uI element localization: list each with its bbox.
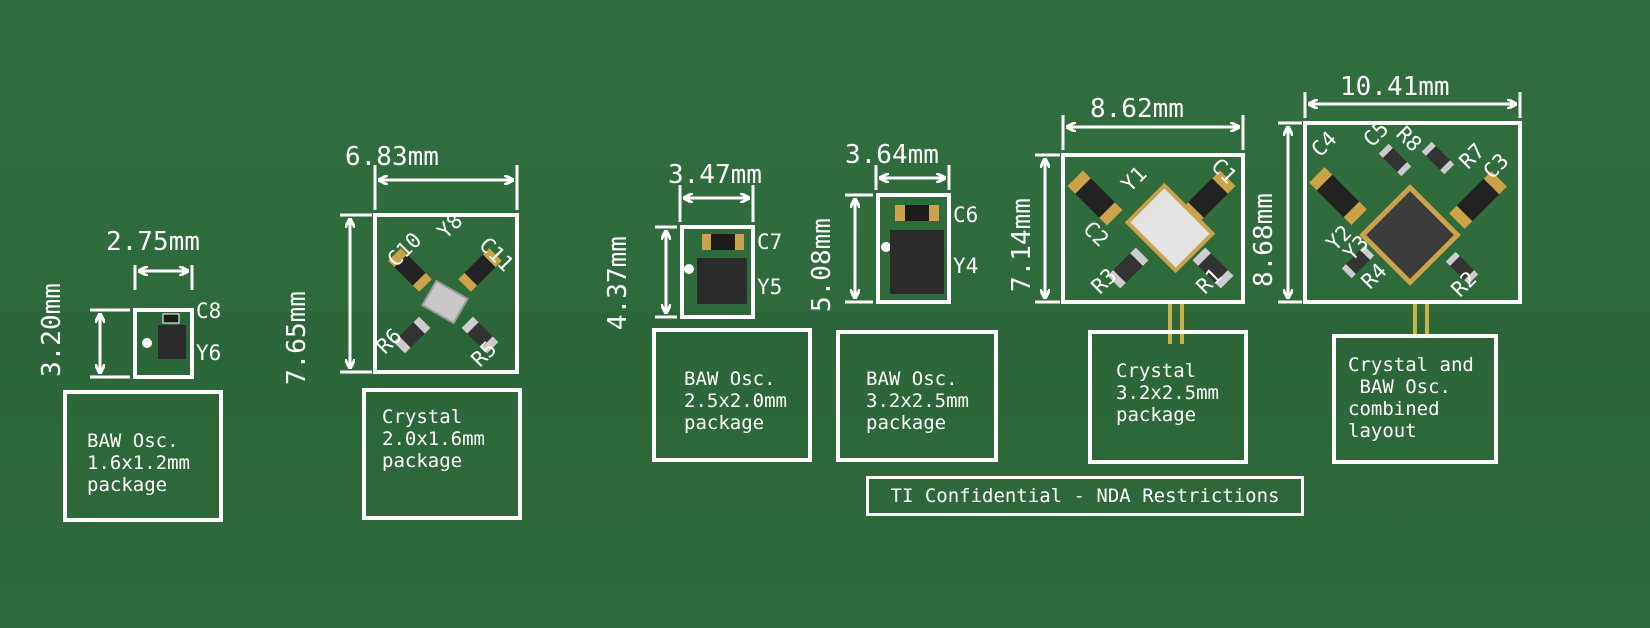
width-dimension: 2.75mm xyxy=(106,227,200,257)
footprint-baw-2520: 3.47mm 4.37mm C7 Y5 xyxy=(603,160,782,330)
height-dimension: 7.14mm xyxy=(1007,198,1037,292)
height-dimension: 5.08mm xyxy=(807,218,837,312)
width-dimension: 3.47mm xyxy=(668,160,762,190)
package-label: Crystal and BAW Osc. combined layout xyxy=(1348,354,1474,442)
ref-label: R8 xyxy=(1391,122,1426,157)
ref-label: Y5 xyxy=(757,275,782,299)
height-dimension: 4.37mm xyxy=(603,236,633,330)
label-box: Crystal 2.0x1.6mm package xyxy=(362,388,522,520)
confidential-notice: TI Confidential - NDA Restrictions xyxy=(866,476,1304,516)
label-box: BAW Osc. 2.5x2.0mm package xyxy=(652,328,812,462)
label-box: BAW Osc. 1.6x1.2mm package xyxy=(63,390,223,522)
package-label: Crystal 2.0x1.6mm package xyxy=(382,406,485,472)
footprint-combined: 10.41mm 8.68mm C4 C5 R8 R7 C3 Y2 Y3 R4 R… xyxy=(1249,72,1522,336)
footprint-crystal-2016: 6.83mm 7.65mm C10 Y8 C11 R6 R5 xyxy=(282,142,519,385)
height-dimension: 7.65mm xyxy=(282,291,312,385)
package-label: BAW Osc. 3.2x2.5mm package xyxy=(866,368,969,434)
width-dimension: 6.83mm xyxy=(345,142,439,172)
ref-label: C8 xyxy=(196,299,221,323)
footprint-crystal-3225: 8.62mm 7.14mm C2 Y1 C1 R3 R1 xyxy=(1007,94,1245,344)
width-dimension: 10.41mm xyxy=(1340,72,1450,102)
label-box: Crystal 3.2x2.5mm package xyxy=(1088,330,1248,464)
ref-label: C7 xyxy=(757,230,782,254)
ref-label: Y1 xyxy=(1117,162,1152,197)
footprint-baw-1612: 2.75mm 3.20mm C8 Y6 xyxy=(37,227,221,379)
package-label: BAW Osc. 1.6x1.2mm package xyxy=(87,430,190,496)
ref-label: C6 xyxy=(953,203,978,227)
height-dimension: 8.68mm xyxy=(1249,193,1279,287)
ref-label: C4 xyxy=(1307,127,1342,162)
ref-label: Y6 xyxy=(196,341,221,365)
label-box: Crystal and BAW Osc. combined layout xyxy=(1332,334,1498,464)
footprint-baw-3225: 3.64mm 5.08mm C6 Y4 xyxy=(807,140,978,312)
ref-label: C10 xyxy=(383,228,427,272)
ref-label: R2 xyxy=(1447,267,1482,302)
package-label: Crystal 3.2x2.5mm package xyxy=(1116,360,1219,426)
package-label: BAW Osc. 2.5x2.0mm package xyxy=(684,368,787,434)
width-dimension: 3.64mm xyxy=(845,140,939,170)
label-box: BAW Osc. 3.2x2.5mm package xyxy=(836,330,998,462)
width-dimension: 8.62mm xyxy=(1090,94,1184,124)
ref-label: Y4 xyxy=(953,254,978,278)
height-dimension: 3.20mm xyxy=(37,283,67,377)
